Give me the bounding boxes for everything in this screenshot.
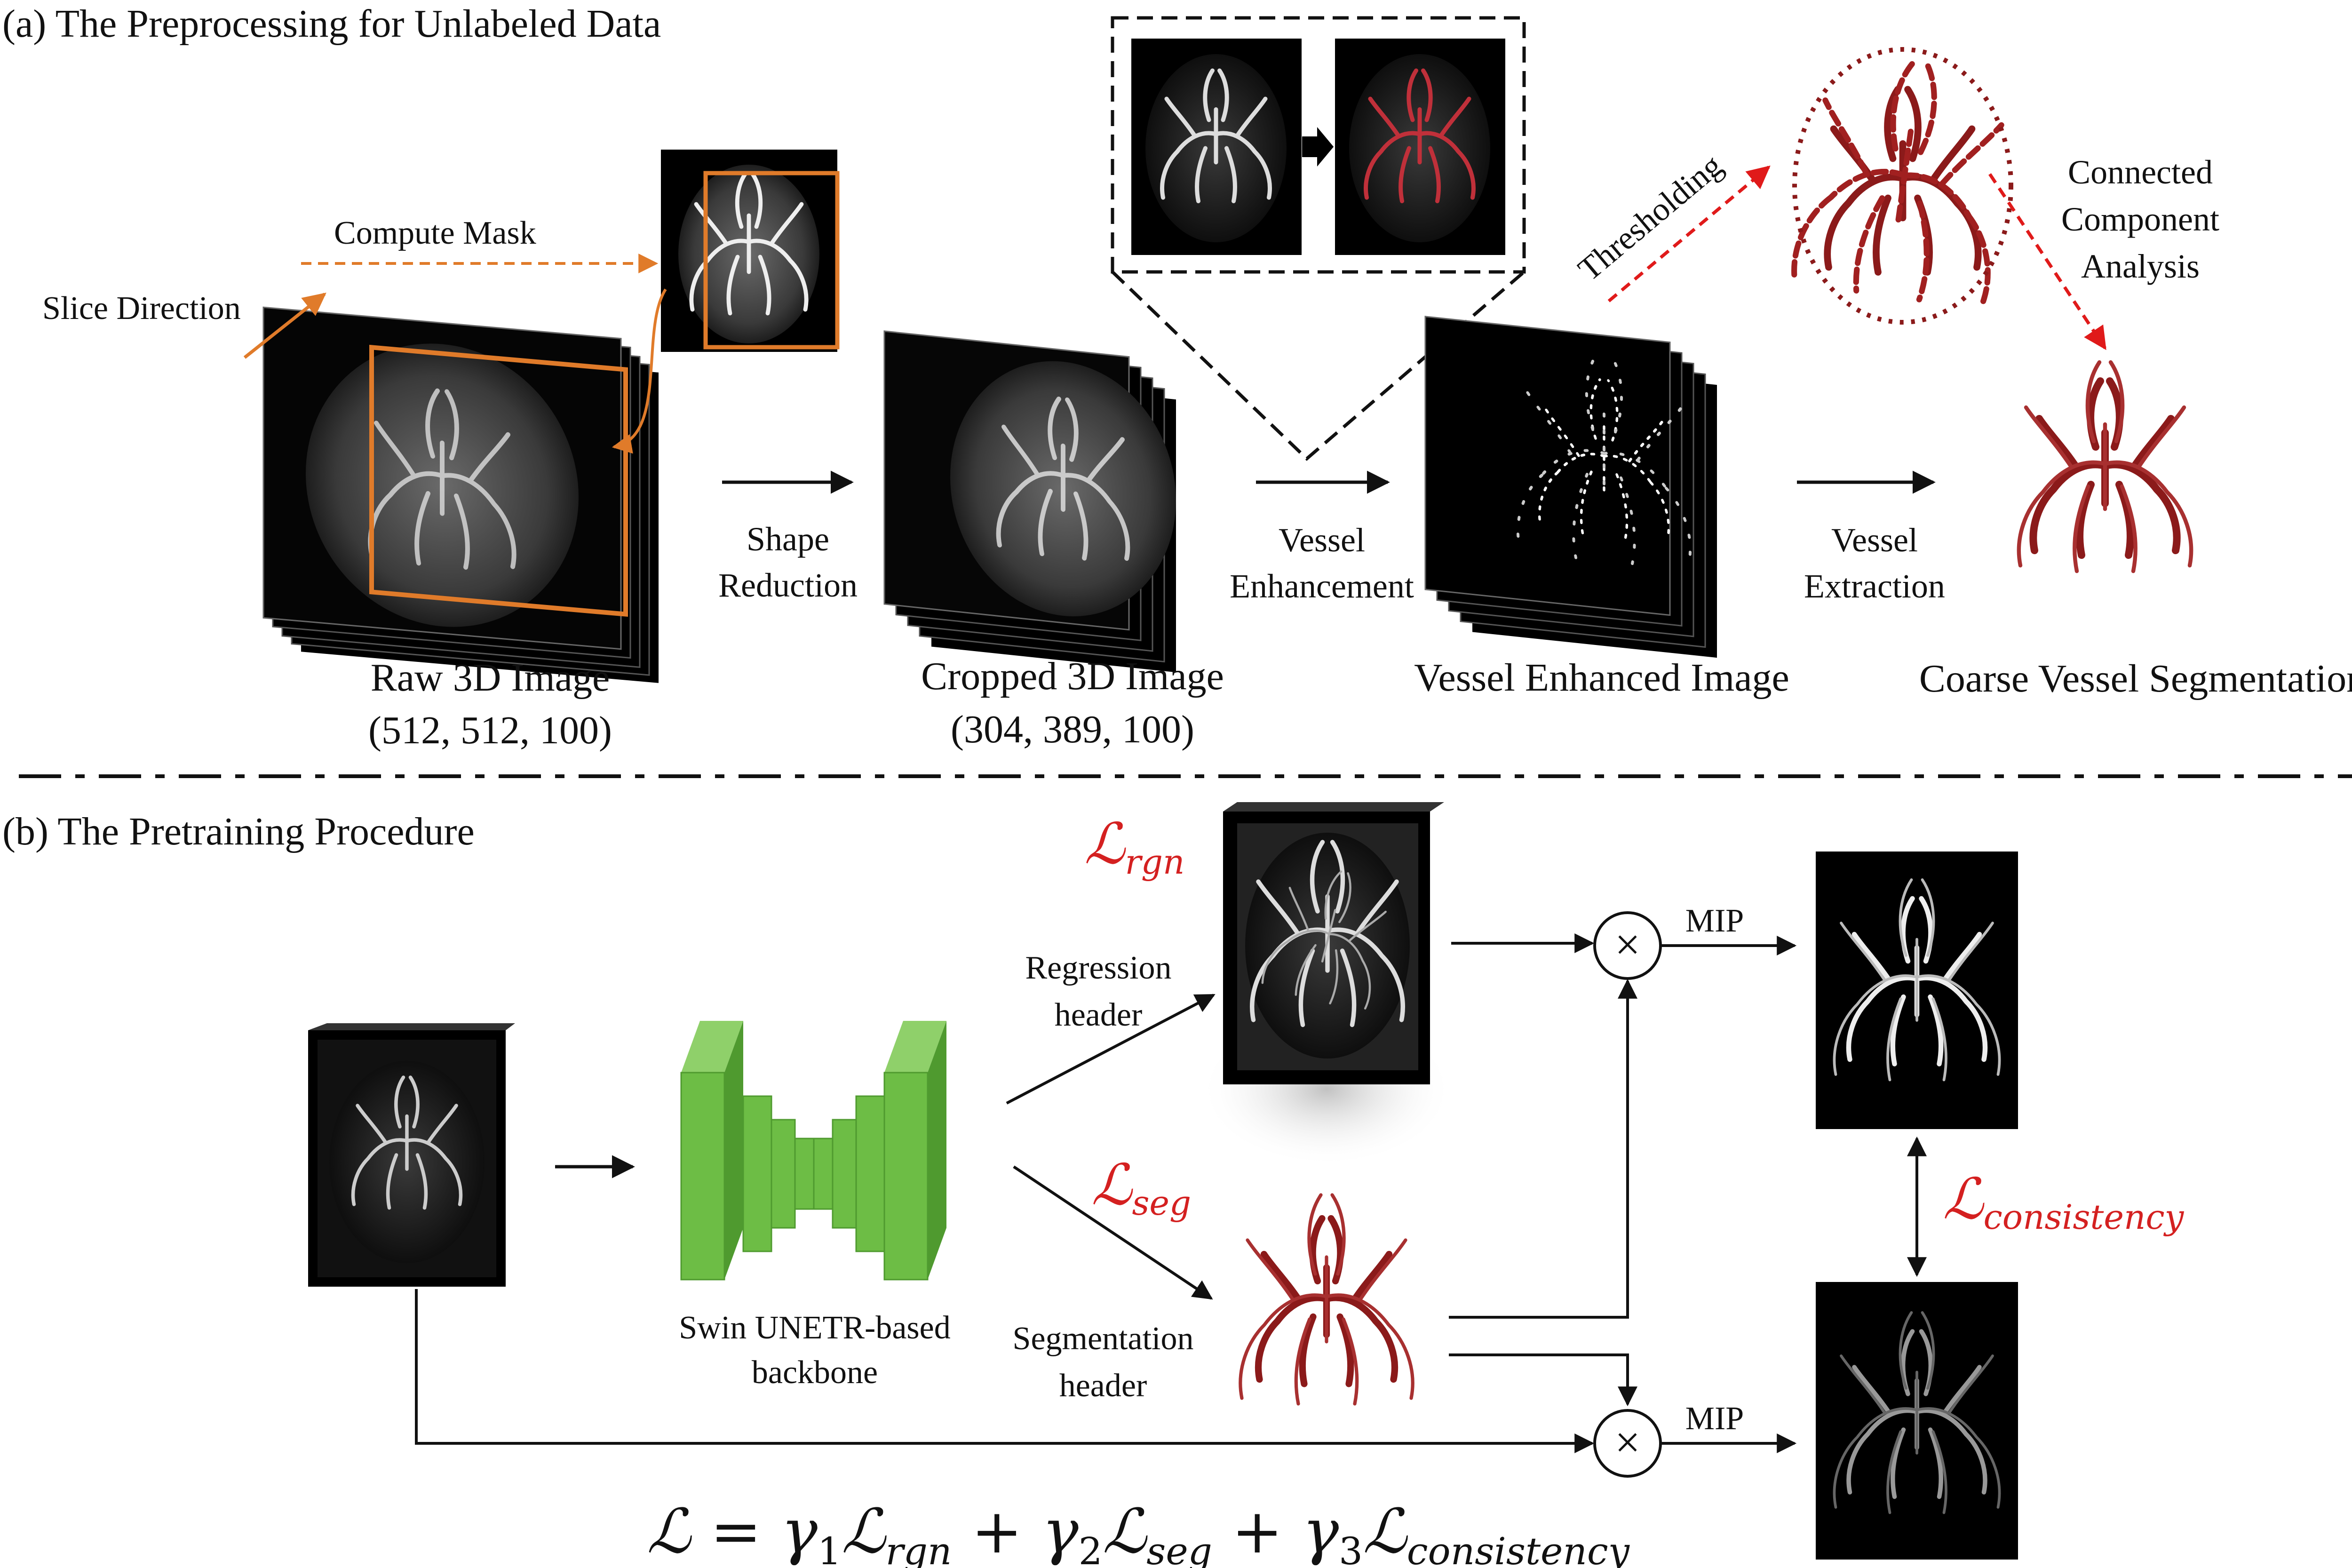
raw-3d-image-stack	[262, 306, 659, 683]
swin-unetr-backbone	[680, 1021, 946, 1281]
enhancement-inset	[1111, 16, 1526, 461]
formula-plus1: +	[952, 1496, 1042, 1567]
segmentation-head-arrow	[1013, 1165, 1213, 1300]
loss-seg-sub: seg	[1132, 1183, 1191, 1223]
loss-seg-label: ℒseg	[1091, 1153, 1191, 1223]
thresholded-vessel-image	[1790, 45, 2017, 327]
section-b-title: (b) The Pretraining Procedure	[2, 810, 475, 853]
formula-eq: =	[691, 1496, 781, 1567]
multiply-symbol-bottom: ×	[1615, 1417, 1640, 1467]
total-loss-formula: ℒ = γ1ℒrgn + γ2ℒseg + γ3ℒconsistency	[647, 1496, 1630, 1568]
formula-n2: 2	[1079, 1529, 1103, 1568]
segmentation-to-multiply-bottom-arrow	[1449, 1353, 1637, 1407]
formula-s2: seg	[1146, 1529, 1212, 1568]
slice-direction-arrow	[243, 292, 326, 359]
formula-g1: γ	[781, 1496, 818, 1567]
mip-top-label: MIP	[1685, 903, 1744, 939]
connected-component-arrow	[1988, 173, 2106, 350]
loss-rgn-symbol: ℒ	[1084, 812, 1126, 877]
formula-plus2: +	[1212, 1496, 1303, 1567]
segmentation-to-multiply-top-arrow	[1449, 979, 1637, 1319]
vessel-enhanced-stack	[1424, 316, 1717, 658]
compute-mask-label: Compute Mask	[334, 215, 536, 251]
coarse-segmentation-image	[2019, 362, 2191, 571]
connected-component-line1: Connected	[2068, 153, 2213, 191]
shape-reduction-line1: Shape	[747, 520, 829, 558]
regression-header-line1: Regression	[1025, 950, 1171, 986]
raw-image-label: Raw 3D Image	[371, 656, 610, 700]
mask-return-arrow	[612, 288, 667, 454]
cropped-image-label: Cropped 3D Image	[921, 654, 1224, 698]
mip-bottom-label: MIP	[1685, 1401, 1744, 1437]
slice-direction-label: Slice Direction	[42, 290, 241, 326]
vessel-enhancement-line2: Enhancement	[1230, 567, 1414, 605]
vessel-enhanced-label: Vessel Enhanced Image	[1414, 656, 1789, 700]
inset-dashed-box	[1111, 16, 1526, 274]
shape-reduction-line2: Reduction	[718, 566, 858, 604]
formula-n3: 3	[1339, 1529, 1363, 1568]
loss-consistency-label: ℒconsistency	[1943, 1167, 2185, 1237]
connected-component-line3: Analysis	[2081, 247, 2200, 285]
input-to-multiply-bottom-arrow	[415, 1289, 1595, 1453]
input-mra-image	[301, 1023, 515, 1287]
section-a-title: (a) The Preprocessing for Unlabeled Data	[2, 2, 661, 46]
raw-image-dims: (512, 512, 100)	[368, 708, 612, 752]
formula-l: ℒ	[647, 1496, 692, 1567]
regression-header-line2: header	[1055, 997, 1143, 1033]
vessel-extraction-line1: Vessel	[1831, 521, 1918, 559]
backbone-label-line1: Swin UNETR-based	[679, 1310, 950, 1346]
formula-g2: γ	[1042, 1496, 1079, 1567]
loss-rgn-label: ℒrgn	[1084, 812, 1184, 882]
formula-n1: 1	[818, 1529, 842, 1568]
vessel-enhancement-line1: Vessel	[1279, 521, 1365, 559]
segmentation-header-line1: Segmentation	[1013, 1321, 1194, 1357]
formula-g3: γ	[1302, 1496, 1339, 1567]
loss-rgn-sub: rgn	[1125, 842, 1184, 882]
backbone-label-line2: backbone	[752, 1354, 878, 1391]
inset-arrow	[1302, 127, 1334, 167]
mip-output-bottom	[1816, 1282, 2018, 1560]
mip-output-top	[1816, 852, 2018, 1129]
vessel-extraction-line2: Extraction	[1804, 567, 1945, 605]
loss-consistency-symbol: ℒ	[1943, 1167, 1985, 1232]
formula-l1: ℒ	[842, 1496, 887, 1567]
multiply-symbol-top: ×	[1615, 919, 1640, 970]
cropped-image-dims: (304, 389, 100)	[951, 708, 1194, 751]
segmentation-header-line2: header	[1059, 1368, 1147, 1404]
formula-l3: ℒ	[1363, 1496, 1408, 1567]
connected-component-line2: Component	[2061, 200, 2219, 238]
cropped-3d-image-stack	[883, 330, 1176, 673]
inset-callout-lines	[1111, 271, 1526, 461]
loss-consistency-sub: consistency	[1983, 1197, 2184, 1237]
mask-box	[703, 171, 840, 350]
formula-l2: ℒ	[1103, 1496, 1148, 1567]
formula-s3: consistency	[1407, 1529, 1630, 1568]
regression-head-arrow	[1006, 994, 1216, 1105]
loss-seg-symbol: ℒ	[1091, 1153, 1133, 1218]
formula-s1: rgn	[885, 1529, 952, 1568]
thresholding-arrow	[1607, 165, 1771, 302]
regression-output-image	[1200, 802, 1454, 1167]
mask-thumbnail	[661, 150, 840, 352]
crop-mask-rect	[369, 344, 628, 617]
segmentation-output-image	[1240, 1195, 1413, 1404]
coarse-segmentation-label: Coarse Vessel Segmentation	[1919, 657, 2352, 700]
